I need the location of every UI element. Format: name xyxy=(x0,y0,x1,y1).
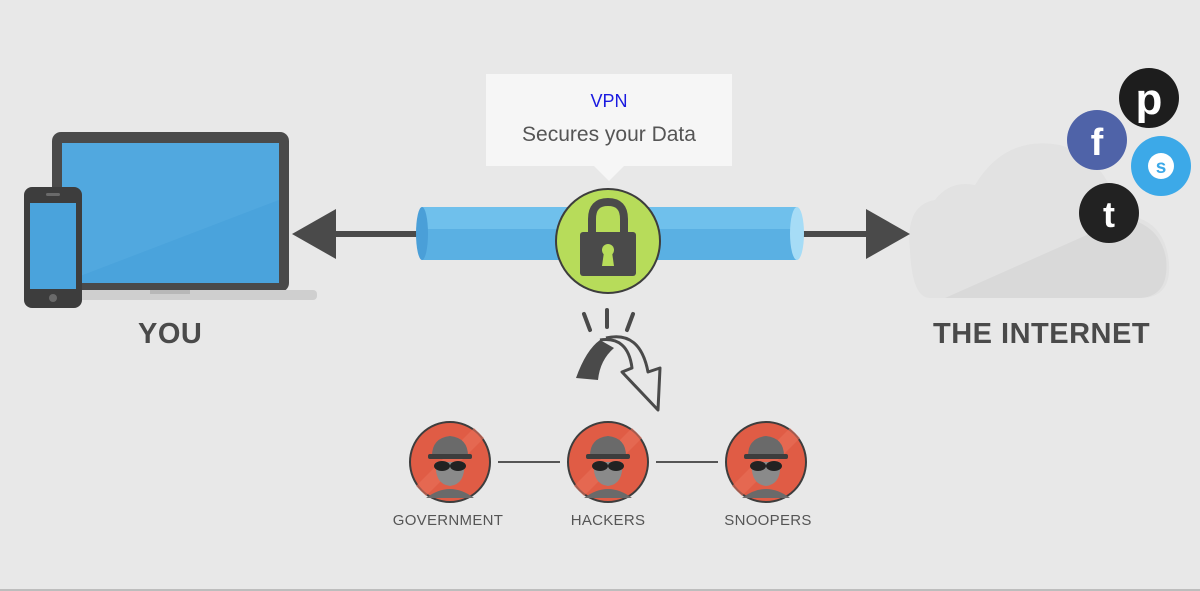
svg-text:f: f xyxy=(1091,122,1104,164)
laptop-icon xyxy=(52,132,317,300)
skype-icon: s xyxy=(1131,136,1191,196)
arrow-to-internet xyxy=(790,209,910,259)
bottom-divider xyxy=(0,589,1200,591)
threat-label-government: GOVERNMENT xyxy=(392,512,504,529)
vpn-subtitle: Secures your Data xyxy=(522,123,696,146)
threat-label-snoopers: SNOOPERS xyxy=(724,512,812,529)
svg-text:p: p xyxy=(1136,75,1163,124)
svg-text:s: s xyxy=(1156,157,1167,178)
threat-icon-snoopers xyxy=(725,421,807,503)
deflected-arrow-icon xyxy=(576,335,662,412)
vpn-callout: VPN Secures your Data xyxy=(486,74,732,181)
threat-label-hackers: HACKERS xyxy=(570,512,646,529)
threat-icon-government xyxy=(409,421,491,503)
svg-text:t: t xyxy=(1103,194,1115,235)
facebook-icon: f xyxy=(1067,110,1127,170)
pinterest-icon: p xyxy=(1119,68,1179,128)
threat-icon-hackers xyxy=(567,421,649,503)
internet-label: THE INTERNET xyxy=(933,318,1151,350)
arrow-to-you xyxy=(292,209,422,259)
you-label: YOU xyxy=(138,318,203,350)
vpn-title: VPN xyxy=(590,91,628,111)
twitter-icon: t xyxy=(1079,183,1139,243)
padlock-icon xyxy=(555,188,661,294)
phone-icon xyxy=(24,187,82,308)
deflect-ticks xyxy=(582,308,635,332)
